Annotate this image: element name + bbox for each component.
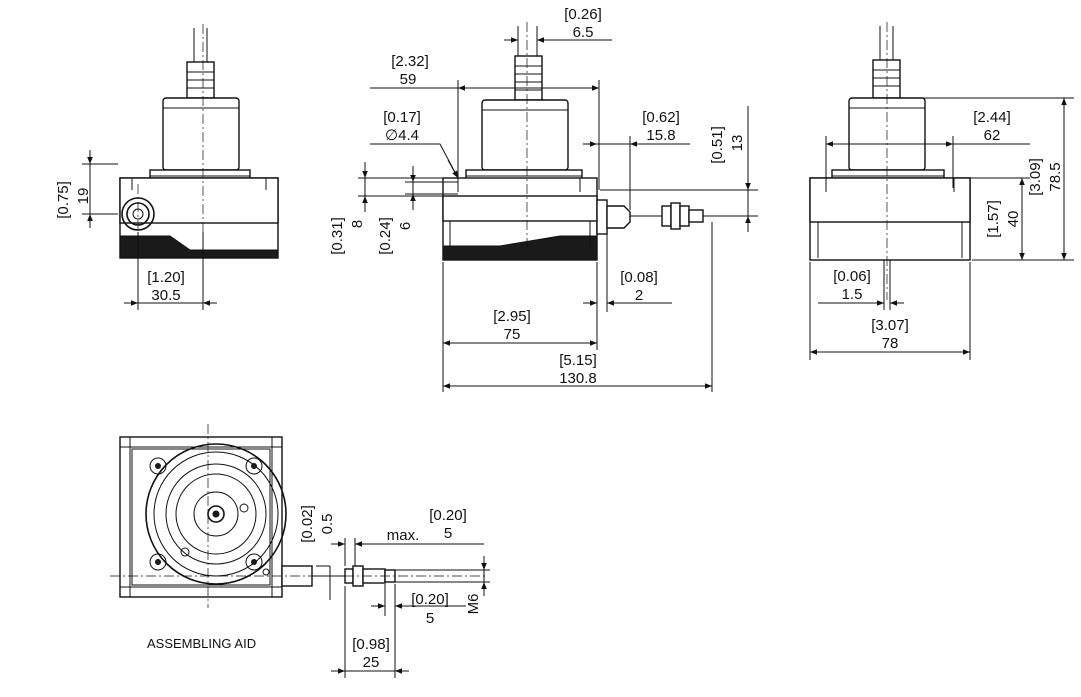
dim-total-130-8-mm: 130.8 [559, 370, 597, 387]
dim-height-13-mm: 13 [729, 135, 746, 152]
dim-height-78-5-mm: 78.5 [1047, 162, 1064, 191]
dim-offset-2: [0.08] 2 [583, 234, 672, 312]
dim-offset-1-5-mm: 1.5 [842, 286, 863, 303]
dim-width-62-mm: 62 [984, 127, 1001, 144]
front-view [442, 22, 712, 261]
dim-width-62-inch: [2.44] [973, 109, 1011, 126]
dim-width-75: [2.95] 75 [442, 262, 598, 392]
dim-width-62: [2.44] 62 [825, 109, 1030, 188]
assembling-aid-caption: ASSEMBLING AID [147, 636, 256, 651]
dim-max-5-mm: 5 [444, 525, 452, 542]
dim-offset-2-mm: 2 [635, 287, 643, 304]
dim-height-13: [0.51] 13 [600, 106, 758, 232]
dim-height-19-inch: [0.75] [55, 181, 72, 219]
dim-height-78-5: [3.09] 78.5 [912, 97, 1074, 261]
dim-offset-15-8: [0.62] 15.8 [583, 109, 690, 210]
dim-height-8-inch: [0.31] [329, 217, 346, 255]
dim-shaft-6-5: [0.26] 6.5 [504, 6, 612, 43]
dim-height-19: [0.75] 19 [55, 150, 118, 228]
dim-shaft-6-5-mm: 6.5 [573, 24, 594, 41]
dim-hole-4-4-inch: [0.17] [383, 109, 421, 126]
dim-length-5-mm: 5 [426, 610, 434, 627]
dim-height-78-5-inch: [3.09] [1027, 158, 1044, 196]
dim-width-75-mm: 75 [504, 326, 521, 343]
dim-max-5: max. [0.20] 5 [331, 507, 484, 566]
dim-shaft-6-5-inch: [0.26] [564, 6, 602, 23]
dim-thread-m6-label: M6 [465, 594, 482, 615]
dim-width-78-mm: 78 [882, 335, 899, 352]
dim-offset-15-8-mm: 15.8 [646, 127, 675, 144]
dim-length-25-inch: [0.98] [352, 636, 390, 653]
dim-height-19-mm: 19 [75, 188, 92, 205]
dim-total-130-8: [5.15] 130.8 [443, 222, 713, 392]
dim-hole-4-4-mm: ∅4.4 [385, 127, 419, 144]
dim-offset-1-5-inch: [0.06] [833, 268, 871, 285]
top-view [110, 424, 488, 608]
dim-offset-2-inch: [0.08] [620, 269, 658, 286]
dim-max-5-inch: [0.20] [429, 507, 467, 524]
dim-width-75-inch: [2.95] [493, 308, 531, 325]
dim-height-6-mm: 6 [397, 222, 414, 230]
dim-height-8: [0.31] 8 [329, 162, 443, 255]
dim-height-40: [1.57] 40 [970, 177, 1030, 260]
dim-thread-m6: M6 [395, 556, 490, 614]
dim-width-30-5: [1.20] 30.5 [124, 232, 217, 310]
dim-length-5-inch: [0.20] [411, 591, 449, 608]
dim-width-78: [3.07] 78 [809, 262, 971, 360]
dim-total-130-8-inch: [5.15] [559, 352, 597, 369]
dim-flange-59: [2.32] 59 [370, 53, 600, 190]
dim-play-0-5: [0.02] 0.5 [299, 505, 336, 600]
dim-height-13-inch: [0.51] [709, 126, 726, 164]
dim-width-30-5-mm: 30.5 [151, 287, 180, 304]
dim-length-25: [0.98] 25 [331, 586, 409, 678]
dim-offset-15-8-inch: [0.62] [642, 109, 680, 126]
dim-length-25-mm: 25 [363, 654, 380, 671]
dim-width-78-inch: [3.07] [871, 317, 909, 334]
dim-length-5: [0.20] 5 [371, 584, 466, 627]
side-view-right [809, 22, 971, 300]
dim-height-8-mm: 8 [349, 220, 366, 228]
dim-width-30-5-inch: [1.20] [147, 269, 185, 286]
dim-height-6-inch: [0.24] [377, 217, 394, 255]
dim-hole-4-4: [0.17] ∅4.4 [370, 109, 459, 179]
dim-flange-59-inch: [2.32] [391, 53, 429, 70]
dim-height-6: [0.24] 6 [377, 166, 458, 255]
dim-play-0-5-mm: 0.5 [319, 514, 336, 535]
side-view-left [119, 24, 279, 300]
dim-play-0-5-inch: [0.02] [299, 505, 316, 543]
dim-height-40-inch: [1.57] [985, 200, 1002, 238]
dim-offset-1-5: [0.06] 1.5 [818, 260, 904, 310]
dim-height-40-mm: 40 [1005, 211, 1022, 228]
dim-flange-59-mm: 59 [400, 71, 417, 88]
dim-max-5-prefix: max. [387, 527, 420, 544]
